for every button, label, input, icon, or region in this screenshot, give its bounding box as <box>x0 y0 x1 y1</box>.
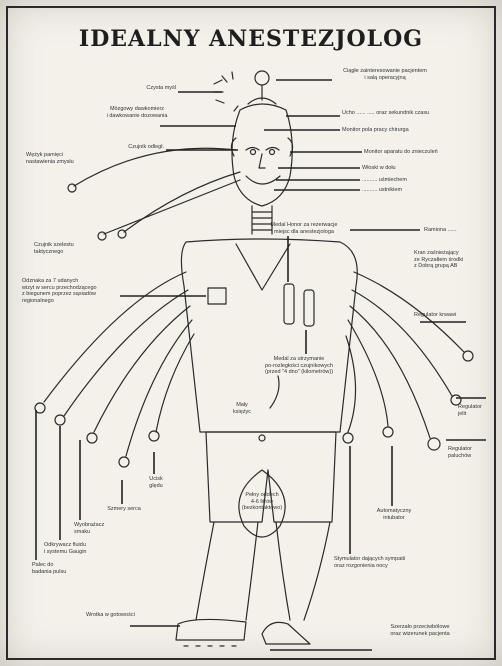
hand-right-3 <box>428 438 440 450</box>
label-automatyczny: Automatyczny intubator <box>364 508 424 521</box>
figure-shoe-left <box>176 619 246 640</box>
hand-left-2 <box>55 415 65 425</box>
label-wezyk: Wężyk pamięci nastawienia zmysłu <box>26 152 96 165</box>
label-regulator-jelit: Regulator jelit <box>458 404 494 417</box>
arm-right-5 <box>346 336 356 432</box>
figure-nose <box>259 154 265 168</box>
figure-collar <box>236 244 290 290</box>
label-czujnik-szelestu: Czujnik szelestu taktycznego <box>34 242 104 255</box>
label-wrotka: Wrotka w gotowości <box>86 612 166 619</box>
tube-top-left <box>74 148 236 186</box>
label-medal: Medal Honor za rezerwacje miejsc dla ane… <box>254 222 354 235</box>
chest-gauge-right <box>304 290 314 326</box>
tube-middle-left-1 <box>124 172 240 232</box>
label-kran: Kran zaśnieżający ze Ryczałtem środki z … <box>414 250 494 270</box>
figure-torso <box>181 239 357 432</box>
figure-eyes <box>246 148 279 151</box>
hand-right-1 <box>463 351 473 361</box>
label-stymulator: Stymulator dających sympatii oraz rozgon… <box>334 556 446 569</box>
arm-right-2 <box>352 290 452 396</box>
label-odznaka: Odznaka za 7 udanych wizyt w sercu przec… <box>22 278 122 304</box>
label-szmery: Szmery serca <box>100 506 148 513</box>
arm-left-2 <box>64 290 188 416</box>
head-antenna-bulb <box>255 71 269 85</box>
figure-mouth <box>246 176 280 184</box>
label-maly-ksiezyc: Mały księżyc <box>222 402 262 415</box>
label-ramiona: Ramiona ...... <box>424 227 494 234</box>
label-wloski: Włoski w dołu <box>362 165 482 172</box>
label-ucisk: Ucisk ględu <box>136 476 176 489</box>
head-antenna <box>248 85 276 104</box>
label-dawkomierz: Mózgowy dawkomierz i dawkowanie dozowani… <box>98 106 176 119</box>
label-oddech: Pełny oddech 4-6 litrów (bezkontaktowo) <box>240 492 284 512</box>
label-regulator: Regulator krwawi <box>414 312 494 319</box>
label-regulator-paluch: Regulator paluchów <box>448 446 494 459</box>
label-ucho: Ucho ...... ..... oraz sekundnik czasu <box>342 110 482 117</box>
chest-gauge-left <box>284 284 294 324</box>
hand-left-3 <box>87 433 97 443</box>
arm-left-5 <box>156 334 194 432</box>
arm-right-3 <box>350 306 430 438</box>
label-szerzalo: Szerzało przeciwbólowe oraz wizerunek pa… <box>370 624 470 637</box>
small-hose <box>270 376 279 408</box>
hand-left-4 <box>119 457 129 467</box>
label-monitor-aparatu: Monitor aparatu do znieczuleń <box>364 149 484 156</box>
label-wyobrazacz: Wyobrażacz smaku <box>74 522 134 535</box>
label-czujnik: Czujnik odległ. <box>104 144 164 151</box>
label-palec: Palec do badania pulsu <box>32 562 82 575</box>
hand-right-4 <box>383 427 393 437</box>
tube-middle-left-2 <box>104 180 240 234</box>
label-odkrywacz: Odkrywacz fluidu i systemu Gaugin <box>44 542 120 555</box>
label-monitor-pola: Monitor pola pracy chirurga <box>342 127 462 134</box>
hand-right-5 <box>343 433 353 443</box>
label-zainteresowanie: Ciągłe zainteresowanie pacjentem i salą … <box>330 68 440 81</box>
figure-shoe-right <box>262 622 310 644</box>
hand-left-5 <box>149 431 159 441</box>
label-usmiech: .......... uśmiechem <box>362 177 482 184</box>
label-medal-odrzut: Medal za utrzymanie po-rozległości czujn… <box>244 356 354 376</box>
label-ustnik: .......... ustnikiem <box>362 187 482 194</box>
label-czysta-mysl: Czysta myśl <box>110 85 176 92</box>
chest-monitor-icon <box>208 288 226 304</box>
